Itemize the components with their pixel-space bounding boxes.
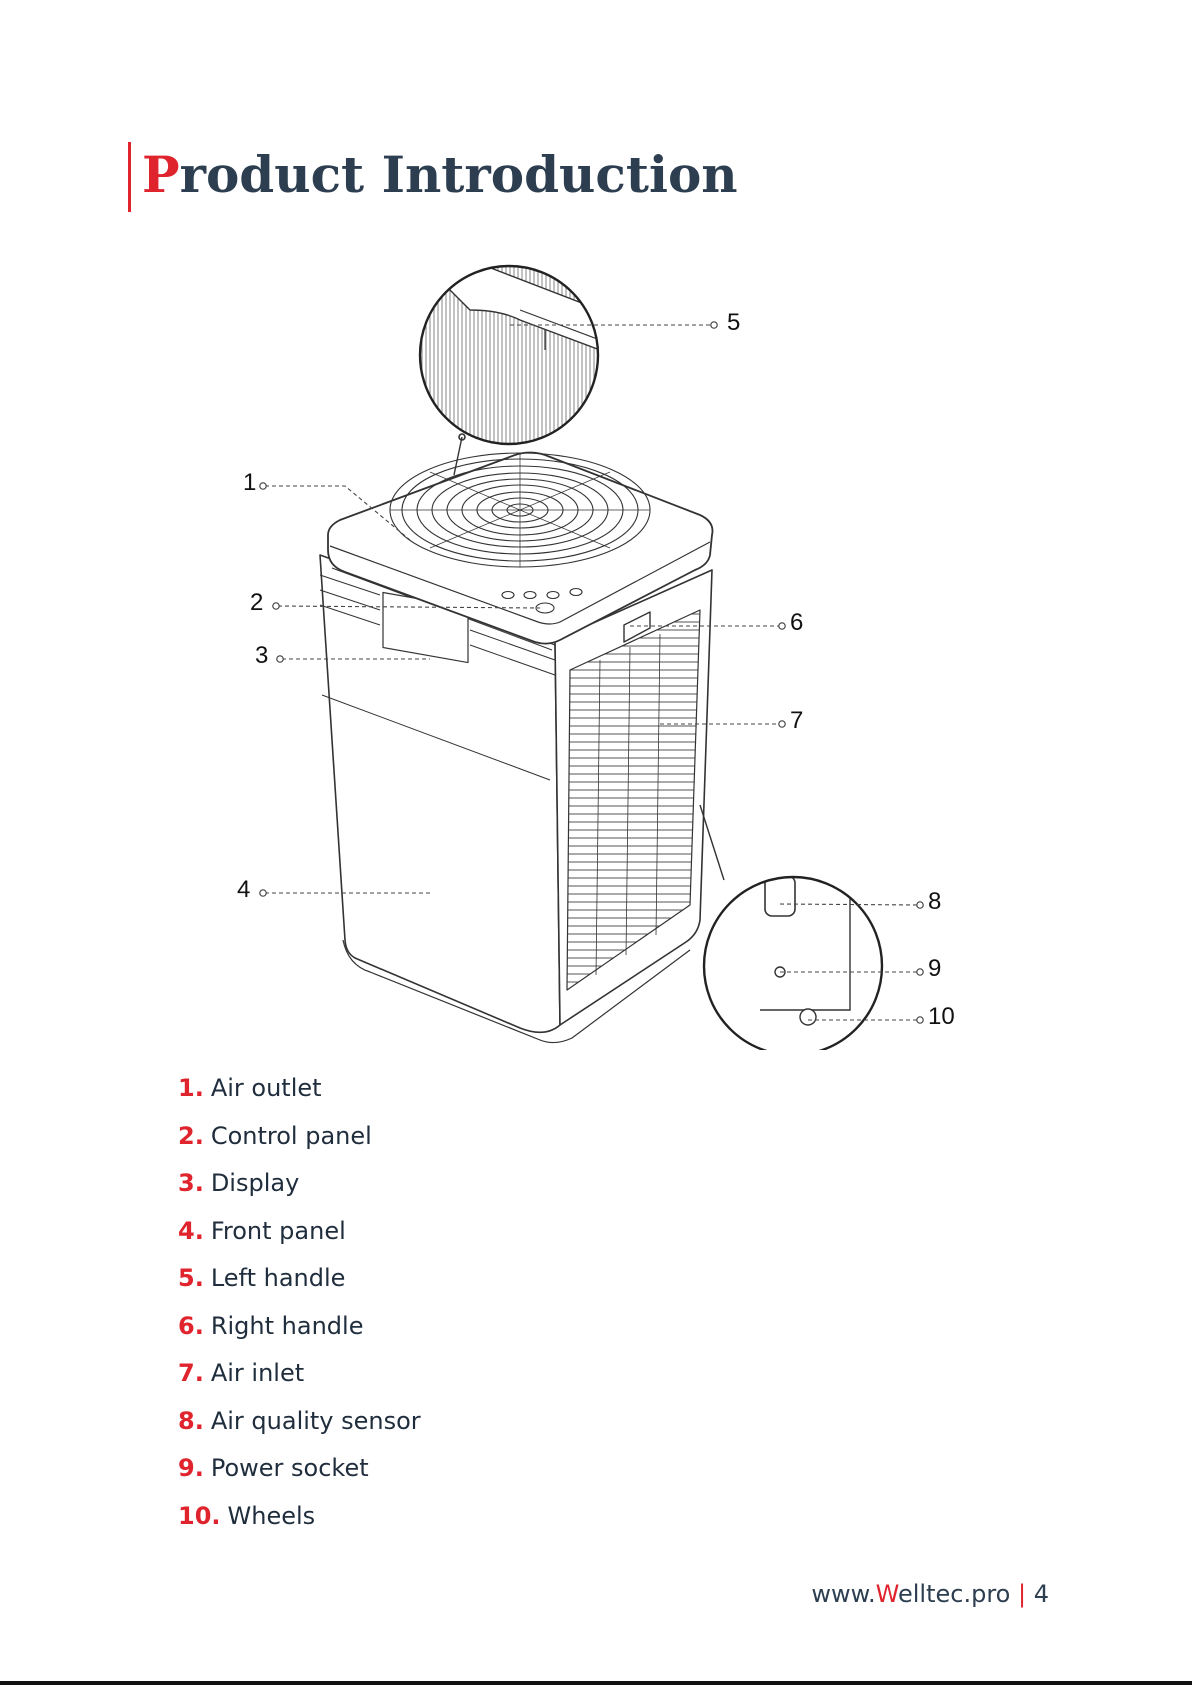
item-label: Air inlet <box>211 1359 304 1387</box>
item-label: Power socket <box>211 1454 369 1482</box>
item-number: 10. <box>178 1502 221 1530</box>
callout-2: 2 <box>250 589 263 616</box>
callout-10: 10 <box>928 1003 955 1030</box>
item-number: 2. <box>178 1122 204 1150</box>
item-number: 6. <box>178 1312 204 1340</box>
title-text: roduct Introduction <box>180 145 738 204</box>
product-diagram: 1 2 3 4 5 6 7 8 9 10 <box>0 250 1192 1050</box>
item-number: 3. <box>178 1169 204 1197</box>
item-label: Control panel <box>211 1122 372 1150</box>
callout-7: 7 <box>790 707 803 734</box>
title-accent-bar <box>128 142 131 212</box>
item-number: 8. <box>178 1407 204 1435</box>
list-item: 5.Left handle <box>178 1255 421 1303</box>
list-item: 6.Right handle <box>178 1303 421 1351</box>
page-title: Product Introduction <box>142 140 738 210</box>
list-item: 8.Air quality sensor <box>178 1398 421 1446</box>
page-number: 4 <box>1034 1580 1049 1608</box>
item-number: 4. <box>178 1217 204 1245</box>
callout-5: 5 <box>727 309 740 336</box>
footer-url-rest: elltec.pro <box>898 1580 1010 1608</box>
footer-separator: | <box>1018 1580 1026 1608</box>
item-label: Air outlet <box>211 1074 322 1102</box>
zoom-detail-back <box>700 870 900 1050</box>
item-number: 1. <box>178 1074 204 1102</box>
callout-6: 6 <box>790 609 803 636</box>
item-label: Front panel <box>211 1217 346 1245</box>
purifier-body <box>320 434 724 1043</box>
list-item: 7.Air inlet <box>178 1350 421 1398</box>
item-label: Air quality sensor <box>211 1407 421 1435</box>
item-label: Left handle <box>211 1264 346 1292</box>
callout-9: 9 <box>928 955 941 982</box>
title-initial: P <box>142 145 180 204</box>
footer-url-highlight: W <box>876 1580 898 1608</box>
item-number: 9. <box>178 1454 204 1482</box>
list-item: 3.Display <box>178 1160 421 1208</box>
page-footer: www.Welltec.pro | 4 <box>811 1576 1049 1612</box>
bottom-rule <box>0 1681 1192 1685</box>
callout-3: 3 <box>255 642 268 669</box>
item-number: 5. <box>178 1264 204 1292</box>
footer-url-prefix: www. <box>811 1580 875 1608</box>
list-item: 9.Power socket <box>178 1445 421 1493</box>
callout-8: 8 <box>928 888 941 915</box>
item-label: Right handle <box>211 1312 364 1340</box>
item-label: Display <box>211 1169 299 1197</box>
item-label: Wheels <box>228 1502 316 1530</box>
item-number: 7. <box>178 1359 204 1387</box>
list-item: 1.Air outlet <box>178 1065 421 1113</box>
parts-list: 1.Air outlet 2.Control panel 3.Display 4… <box>178 1065 421 1540</box>
list-item: 10.Wheels <box>178 1493 421 1541</box>
callout-4: 4 <box>237 876 250 903</box>
list-item: 2.Control panel <box>178 1113 421 1161</box>
zoom-detail-handle <box>400 250 600 470</box>
list-item: 4.Front panel <box>178 1208 421 1256</box>
callout-1: 1 <box>243 469 256 496</box>
